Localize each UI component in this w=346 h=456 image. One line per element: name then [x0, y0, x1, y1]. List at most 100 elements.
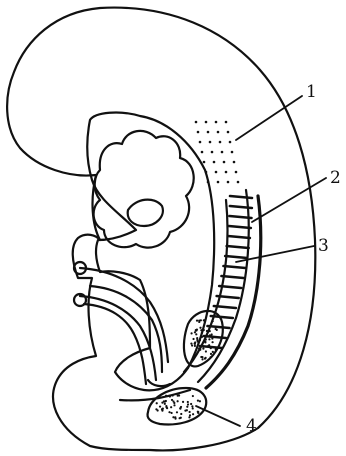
stipple-dot	[205, 357, 207, 359]
stipple-dot	[192, 395, 194, 397]
stipple-dot	[188, 416, 190, 418]
stipple-dot	[164, 403, 166, 405]
somite-dot	[221, 151, 224, 154]
stipple-dot	[170, 412, 172, 414]
somite-dot	[223, 161, 226, 164]
somite-dot	[213, 161, 216, 164]
stipple-dot	[205, 338, 207, 340]
stipple-dot	[189, 414, 191, 416]
stipple-dot	[190, 403, 192, 405]
stipple-dot	[187, 403, 189, 405]
stipple-dot	[210, 353, 212, 355]
somite-dot	[215, 171, 218, 174]
stipple-dot	[165, 406, 167, 408]
stipple-dot	[174, 418, 176, 420]
somite-dot	[215, 121, 218, 124]
stipple-dot	[200, 319, 202, 321]
somite-dot	[225, 171, 228, 174]
stipple-dot	[186, 406, 188, 408]
stipple-dot	[191, 405, 193, 407]
somite-dot	[227, 131, 230, 134]
stipple-dot	[209, 330, 211, 332]
somite-dot	[227, 181, 230, 184]
somite-dot	[229, 141, 232, 144]
stipple-dot	[187, 401, 189, 403]
stipple-dot	[196, 339, 198, 341]
stipple-dot	[180, 417, 182, 419]
label-3: 3	[318, 238, 329, 255]
stipple-dot	[199, 400, 201, 402]
stipple-dot	[210, 356, 212, 358]
stipple-dot	[215, 349, 217, 351]
somite-dot	[219, 141, 222, 144]
outer-body-outline	[7, 8, 315, 451]
callout-line-2	[252, 178, 326, 222]
stipple-dot	[190, 332, 192, 334]
stipple-dot	[215, 328, 217, 330]
stipple-dot	[212, 351, 214, 353]
stipple-dot	[197, 412, 199, 414]
stipple-dot	[204, 341, 206, 343]
somite-dot	[217, 181, 220, 184]
stipple-dot	[195, 329, 197, 331]
stipple-dot	[201, 332, 203, 334]
somite-dot	[231, 151, 234, 154]
stipple-dot	[155, 408, 157, 410]
stipple-dot	[211, 341, 213, 343]
somite-dash	[229, 226, 251, 228]
brain-inner-fold	[128, 200, 163, 226]
callout-line-1	[236, 96, 302, 140]
stipple-dot	[182, 401, 184, 403]
stipple-dot	[202, 348, 204, 350]
stipple-dot	[210, 347, 212, 349]
stipple-dot	[189, 411, 191, 413]
stipple-dot	[171, 399, 173, 401]
somite-dot	[207, 131, 210, 134]
stipple-dot	[173, 404, 175, 406]
lower-loop	[148, 380, 170, 386]
stipple-dot	[211, 337, 213, 339]
label-1: 1	[306, 84, 317, 101]
stipple-dot	[191, 344, 193, 346]
stipple-dot	[194, 345, 196, 347]
somite-dash	[228, 236, 250, 238]
stipple-dot	[203, 329, 205, 331]
stipple-dot	[163, 400, 165, 402]
stipple-dot	[208, 338, 210, 340]
stipple-dot	[180, 406, 182, 408]
stipple-dot	[190, 342, 192, 344]
stipple-dot	[159, 405, 161, 407]
somite-dash	[225, 256, 247, 258]
stipple-dot	[203, 319, 205, 321]
stipple-dot	[194, 341, 196, 343]
stipple-dot	[201, 336, 203, 338]
stipple-dot	[205, 350, 207, 352]
stipple-dot	[156, 402, 158, 404]
stipple-dot	[200, 329, 202, 331]
stipple-dot	[197, 400, 199, 402]
somite-dot	[199, 141, 202, 144]
stipple-dot	[192, 413, 194, 415]
stipple-dot	[201, 358, 203, 360]
stipple-dot	[176, 411, 178, 413]
stipple-dot	[180, 413, 182, 415]
somite-dot	[205, 171, 208, 174]
somite-dot	[225, 121, 228, 124]
stipple-dot	[177, 400, 179, 402]
stipple-dot	[211, 333, 213, 335]
stipple-dot	[168, 411, 170, 413]
somite-dot	[195, 121, 198, 124]
brain-fold	[94, 131, 194, 248]
stipple-dot	[212, 320, 214, 322]
stipple-dot	[184, 410, 186, 412]
somite-dot	[205, 121, 208, 124]
somite-dot	[197, 131, 200, 134]
somite-dot	[237, 181, 240, 184]
stipple-dot	[192, 407, 194, 409]
somite-dot	[211, 151, 214, 154]
label-4: 4	[246, 418, 257, 435]
stipple-dot	[162, 408, 164, 410]
somite-dot	[203, 161, 206, 164]
stipple-dot	[195, 333, 197, 335]
